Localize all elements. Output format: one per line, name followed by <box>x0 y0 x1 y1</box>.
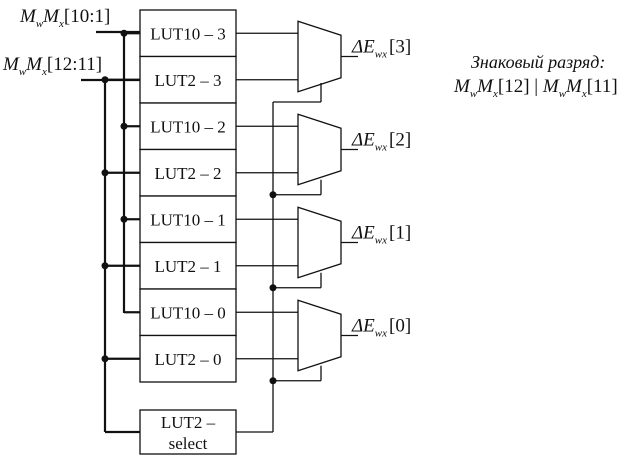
bus-tap <box>101 169 140 177</box>
input-bus-high <box>81 78 140 432</box>
bus-tap <box>101 76 140 84</box>
lut-label: LUT2 – 2 <box>154 164 221 183</box>
lut-select: LUT2 – select <box>139 409 237 455</box>
input-label-high: MwMx[12:11] <box>2 54 102 78</box>
lut-label: LUT10 – 3 <box>150 24 226 43</box>
output-label: ΔEwx[2] <box>351 130 411 154</box>
junction-dot <box>120 122 128 130</box>
lut-box: LUT2 – 0 <box>139 334 298 383</box>
multiplexer <box>269 206 358 292</box>
select-line <box>236 83 322 433</box>
input-label-low: MwMx[10:1] <box>19 6 110 30</box>
junction-dot <box>101 76 109 84</box>
output-label: ΔEwx[0] <box>351 316 411 340</box>
lut-label: LUT10 – 1 <box>150 210 226 229</box>
output-label: ΔEwx[1] <box>351 223 411 247</box>
junction-dot <box>120 215 128 223</box>
bus-tap <box>101 262 140 270</box>
sign-bit-formula: MwMx[12] | MwMx[11] <box>453 76 618 100</box>
bus-tap <box>120 29 140 37</box>
lut-box: LUT10 – 0 <box>139 288 298 337</box>
junction-dot <box>101 169 109 177</box>
lut-label: LUT10 – 2 <box>150 117 226 136</box>
lut-box: LUT10 – 2 <box>139 102 298 151</box>
lut-label: LUT2 – 0 <box>154 350 221 369</box>
lut-label: LUT2 – 3 <box>154 71 221 90</box>
junction-dot <box>101 355 109 363</box>
lut-box: LUT2 – 3 <box>139 55 298 104</box>
lut-box: LUT10 – 1 <box>139 195 298 244</box>
lut-label: LUT2 – 1 <box>154 257 221 276</box>
junction-dot <box>101 262 109 270</box>
lut-select-label-line2: select <box>169 434 208 453</box>
junction-dot <box>120 29 128 37</box>
bus-tap <box>120 215 140 223</box>
lut-box: LUT2 – 1 <box>139 241 298 290</box>
sign-bit-title: Знаковый разряд: <box>471 52 605 72</box>
bus-tap <box>101 355 140 363</box>
output-label: ΔEwx[3] <box>351 37 411 61</box>
bus-tap <box>120 122 140 130</box>
multiplexer <box>297 20 358 93</box>
multiplexer <box>269 299 358 385</box>
lut-box: LUT10 – 3 <box>139 9 298 58</box>
lut-select-label-line1: LUT2 – <box>161 413 216 432</box>
multiplexer <box>269 113 358 199</box>
lut-box: LUT2 – 2 <box>139 148 298 197</box>
lut-label: LUT10 – 0 <box>150 303 226 322</box>
